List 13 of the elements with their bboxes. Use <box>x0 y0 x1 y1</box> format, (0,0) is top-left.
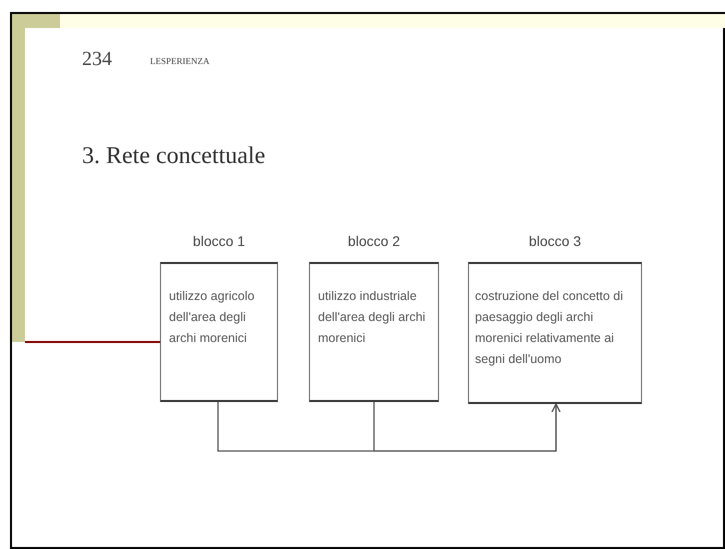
connector-arrow <box>373 402 561 452</box>
box-text: costruzione del concetto di paesaggio degli archi morenici relativamente ai segni dell'uomo <box>475 288 624 368</box>
box-text: utilizzo agricolo dell'area degli archi morenici <box>169 288 256 347</box>
page-number: 234 <box>82 47 112 72</box>
concept-box <box>309 262 439 402</box>
running-header: LESPERIENZA <box>150 55 210 68</box>
block-heading: blocco 1 <box>192 232 246 251</box>
concept-box <box>160 262 278 402</box>
title: 3. Rete concettuale <box>82 142 266 171</box>
box-text: utilizzo industriale dell'area degli archi morenici <box>318 288 426 347</box>
block-heading: blocco 3 <box>528 232 582 251</box>
concept-box <box>468 262 642 404</box>
block-heading: blocco 2 <box>346 232 402 251</box>
